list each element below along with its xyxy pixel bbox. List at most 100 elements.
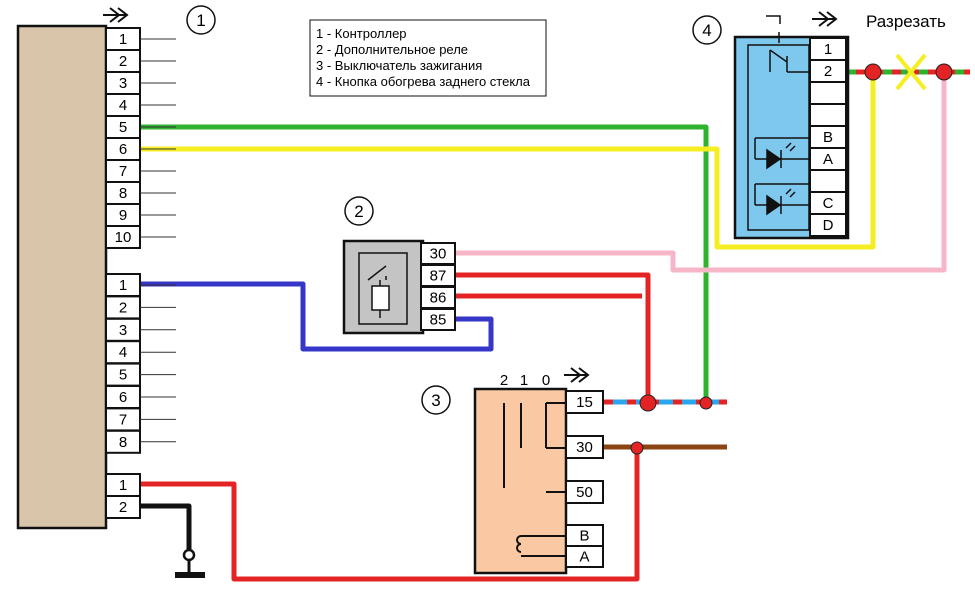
pin-label: 86: [430, 290, 447, 307]
pin-label: 50: [576, 484, 593, 501]
ignition-pin: 15: [565, 390, 604, 414]
component-marker-1: 1: [196, 11, 205, 30]
controller-pin: 9: [105, 203, 176, 227]
button-pin: 2: [809, 59, 847, 83]
button-pin: D: [809, 213, 847, 237]
switch-contacts-icon: [503, 402, 566, 557]
heater-button: 1 2BA CD: [733, 11, 850, 240]
pin-label: 2: [824, 63, 832, 80]
controller-pin: 4: [105, 340, 176, 365]
controller-pin: 2: [105, 49, 176, 73]
splice-dot: [935, 63, 953, 81]
button-pin: [809, 169, 847, 193]
controller-pin: 7: [105, 159, 176, 183]
splice-dot: [864, 63, 882, 81]
marker-circle: [692, 15, 722, 45]
relay-coil-icon: [371, 285, 390, 311]
legend-item: 4 - Кнопка обогрева заднего стекла: [316, 74, 531, 89]
wire-black-ground: [140, 503, 192, 551]
pin-label: 2: [119, 53, 127, 70]
controller-pin: 1: [105, 273, 176, 297]
button-pin: [809, 81, 847, 105]
connector-icon: [812, 11, 838, 27]
ignition-pin: 50: [565, 480, 604, 504]
wire-green: [140, 124, 709, 401]
splice-dot: [639, 394, 657, 412]
controller-pin: 6: [105, 385, 176, 409]
pin-label: 7: [119, 411, 127, 428]
connector-icon: [103, 7, 129, 23]
legend-item: 1 - Контроллер: [316, 26, 407, 41]
controller-pin: 3: [105, 317, 176, 342]
pin-label: A: [579, 549, 589, 566]
controller-pin: 5: [105, 115, 176, 139]
ground-symbol: [175, 548, 205, 578]
wire-red-ground: [140, 447, 640, 582]
relay-pin: 86: [420, 286, 456, 309]
relay-contact-icon: [367, 265, 387, 318]
legend: 1 - Контроллер 2 - Дополнительное реле 3…: [309, 19, 547, 97]
controller-pin: 4: [105, 93, 176, 117]
pin-label: 30: [430, 246, 447, 263]
connector-icon: [564, 367, 590, 383]
pin-label: 7: [119, 163, 127, 180]
pin-label: 87: [430, 268, 447, 285]
button-pin: 1: [809, 37, 847, 61]
wire-blue: [140, 281, 494, 352]
button-pin: C: [809, 191, 847, 215]
ignition-pin: B: [565, 524, 604, 547]
pin-label: 3: [119, 322, 127, 339]
position-label: 0: [542, 372, 550, 389]
wire-yellow: [140, 72, 876, 250]
controller-pin: 1: [105, 27, 176, 51]
pin-label: C: [823, 195, 834, 212]
controller-pin: 8: [105, 429, 176, 454]
controller-pin: 10: [105, 225, 176, 249]
splice-dot: [630, 441, 644, 455]
pin-label: 1: [824, 41, 832, 58]
pin-label: 6: [119, 389, 127, 406]
pin-label: 1: [119, 31, 127, 48]
button-switch-icon: [766, 15, 809, 73]
legend-item: 2 - Дополнительное реле: [316, 42, 468, 57]
relay: 30 87 86 85: [342, 239, 456, 335]
relay-pin: 30: [420, 242, 456, 265]
pin-label: B: [823, 129, 833, 146]
marker-circle: [421, 385, 451, 415]
pin-label: 1: [119, 277, 127, 294]
splice-dot: [699, 396, 713, 410]
pin-label: B: [579, 528, 589, 545]
pin-label: 30: [576, 439, 593, 456]
pin-label: 1: [119, 477, 127, 494]
led-icon: [754, 183, 809, 216]
pin-label: 5: [119, 119, 127, 136]
button-pin: [809, 103, 847, 127]
button-pin: B: [809, 125, 847, 149]
ignition-pin: 30: [565, 435, 604, 459]
controller-pin: 1: [105, 473, 141, 497]
pin-label: 6: [119, 141, 127, 158]
splice-dots: [630, 63, 953, 455]
pin-label: 4: [119, 344, 127, 361]
led-icon: [754, 137, 809, 170]
pin-label: 85: [430, 312, 447, 329]
ignition-pin: A: [565, 545, 604, 568]
component-marker-2: 2: [354, 202, 363, 221]
pin-label: 9: [119, 207, 127, 224]
relay-pin: 85: [420, 308, 456, 331]
marker-circle: [186, 5, 216, 35]
component-markers: [186, 5, 722, 415]
legend-item: 3 - Выключатель зажигания: [316, 58, 482, 73]
controller-pin: 6: [105, 137, 176, 161]
pin-label: 2: [119, 499, 127, 516]
wire-pink: [455, 72, 947, 273]
pin-label: 8: [119, 434, 127, 451]
button-pin: A: [809, 147, 847, 171]
relay-pin: 87: [420, 264, 456, 287]
pin-label: 5: [119, 367, 127, 384]
cut-label: Разрезать: [866, 12, 946, 31]
pin-label: A: [823, 151, 833, 168]
